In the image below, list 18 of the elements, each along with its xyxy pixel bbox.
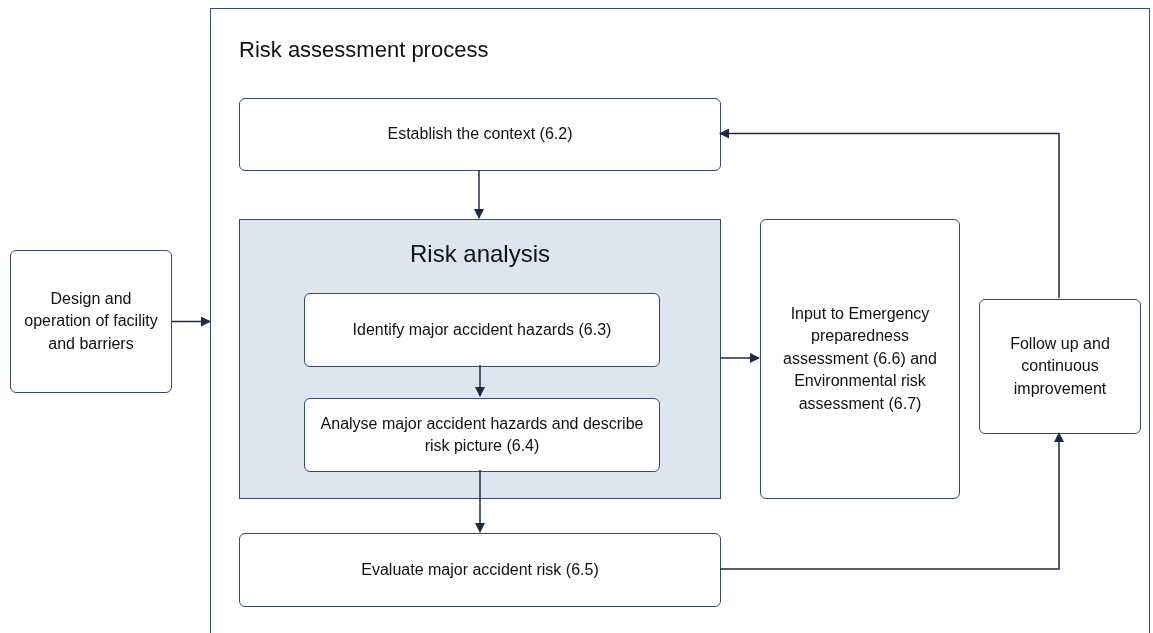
arrow	[719, 353, 760, 363]
process-frame	[210, 8, 1150, 633]
arrow	[719, 128, 1060, 299]
process-box: Input to Emergency preparedness assessment (6.6) and Environmental risk assessment (6.7)	[760, 219, 960, 499]
arrow	[475, 469, 485, 533]
process-box: Identify major accident hazards (6.3)	[304, 293, 660, 367]
group-title: Risk analysis	[408, 240, 551, 268]
process-box: Establish the context (6.2)	[239, 98, 721, 171]
arrow	[474, 169, 484, 219]
process-box: Analyse major accident hazards and describe risk picture (6.4)	[304, 398, 660, 472]
group-box	[239, 219, 721, 499]
arrow	[475, 364, 485, 397]
arrow	[719, 432, 1064, 570]
process-box: Evaluate major accident risk (6.5)	[239, 533, 721, 607]
process-box: Follow up and continuous improvement	[979, 299, 1141, 434]
arrow	[171, 316, 211, 327]
process-box: Design and operation of facility and barriers	[10, 250, 172, 393]
frame-title: Risk assessment process	[239, 37, 489, 63]
